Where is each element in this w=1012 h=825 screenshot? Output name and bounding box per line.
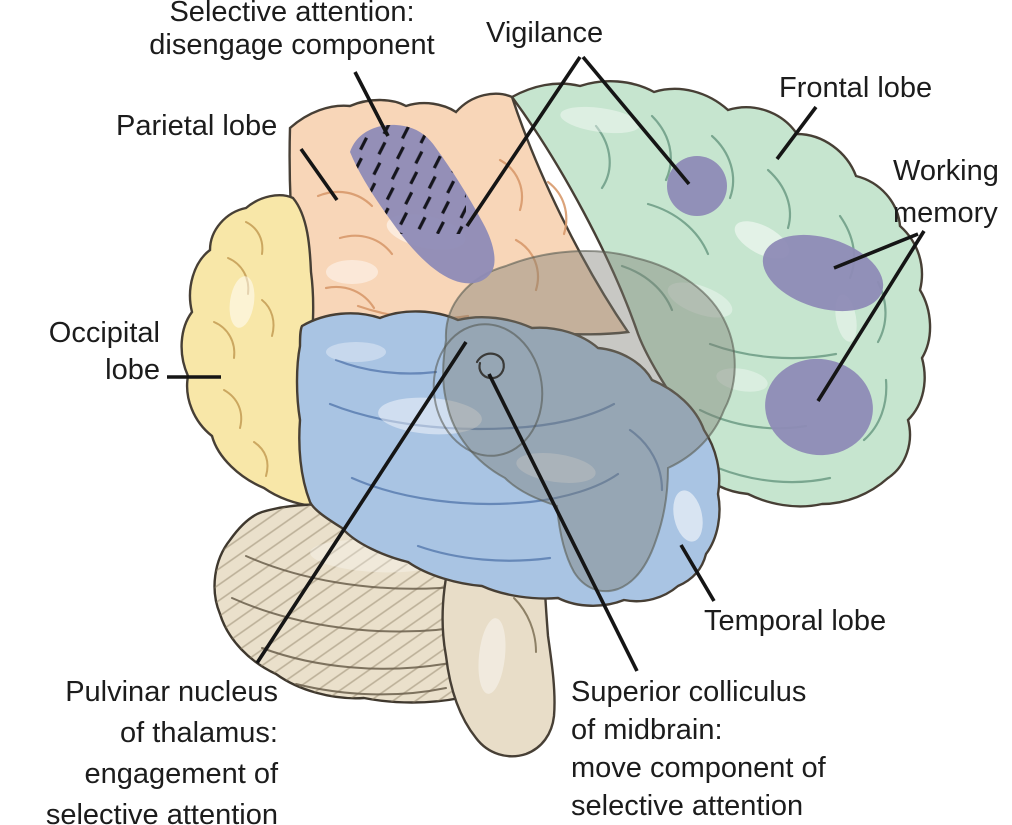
- working-memory-upper-patch: [762, 234, 884, 312]
- leader-selective-attention: [353, 71, 390, 137]
- label-line: of midbrain:: [571, 713, 723, 746]
- label-line: Pulvinar nucleus: [65, 676, 278, 708]
- label-parietal-lobe: Parietal lobe: [116, 110, 277, 144]
- temporal-sulci: [328, 358, 664, 562]
- working-memory-lower-patch: [765, 358, 873, 456]
- label-frontal-lobe: Frontal lobe: [779, 72, 932, 106]
- leader-pulvinar: [255, 341, 468, 664]
- occipital-sulci: [213, 221, 275, 477]
- label-line: Parietal lobe: [116, 110, 278, 142]
- temporal-highlights: [326, 342, 703, 542]
- label-line: Selective attention:: [169, 0, 415, 28]
- label-line: Working: [893, 155, 999, 187]
- leader-parietal-lobe: [299, 147, 339, 202]
- brainstem-region: [441, 556, 556, 758]
- leader-lines: [167, 55, 926, 672]
- vigilance-frontal-patch: [667, 156, 727, 216]
- leader-frontal-lobe: [775, 105, 818, 161]
- temporal-lobe-region: [295, 310, 721, 607]
- label-selective-attention: Selective attention: disengage component: [122, 0, 462, 63]
- leader-superior-colliculus: [487, 373, 639, 672]
- leader-temporal-lobe: [679, 544, 716, 602]
- leader-working-memory-upper: [833, 232, 919, 270]
- occipital-lobe-shape: [180, 194, 315, 508]
- frontal-sulci: [594, 114, 888, 484]
- brainstem-shape: [441, 556, 556, 758]
- label-temporal-lobe: Temporal lobe: [704, 605, 886, 639]
- superior-colliculus-glyph: [475, 352, 505, 380]
- leader-vigilance-right: [581, 55, 691, 186]
- label-line: lobe: [105, 353, 160, 386]
- label-occipital-lobe: Occipital lobe: [18, 315, 160, 389]
- frontal-highlights: [560, 106, 857, 392]
- label-line: move component of: [571, 751, 826, 784]
- label-line: Temporal lobe: [704, 605, 887, 637]
- label-working-memory: Working memory: [893, 150, 999, 234]
- label-line: Superior colliculus: [571, 676, 807, 708]
- temporal-lobe-shape: [295, 310, 721, 607]
- label-line: Frontal lobe: [779, 72, 933, 104]
- leader-vigilance-left: [465, 55, 582, 228]
- label-line: selective attention: [45, 798, 278, 825]
- label-pulvinar-nucleus: Pulvinar nucleus of thalamus: engagement…: [0, 672, 278, 825]
- pulvinar-inner-outline: [432, 323, 544, 457]
- label-line: selective attention: [571, 789, 804, 822]
- label-vigilance: Vigilance: [486, 17, 603, 51]
- label-line: Occipital: [48, 317, 160, 349]
- brainstem-highlight: [478, 618, 506, 694]
- label-line: engagement of: [84, 757, 278, 790]
- label-line: memory: [893, 197, 998, 230]
- occipital-highlight: [229, 276, 255, 328]
- label-line: disengage component: [149, 29, 435, 62]
- label-line: Vigilance: [486, 17, 604, 49]
- deep-structure-overlay: [432, 250, 736, 593]
- occipital-lobe-region: [180, 194, 315, 508]
- leader-working-memory-lower: [816, 230, 926, 402]
- label-superior-colliculus: Superior colliculus of midbrain: move co…: [571, 674, 826, 825]
- brainstem-sulcus: [513, 597, 537, 653]
- label-line: of thalamus:: [120, 716, 278, 749]
